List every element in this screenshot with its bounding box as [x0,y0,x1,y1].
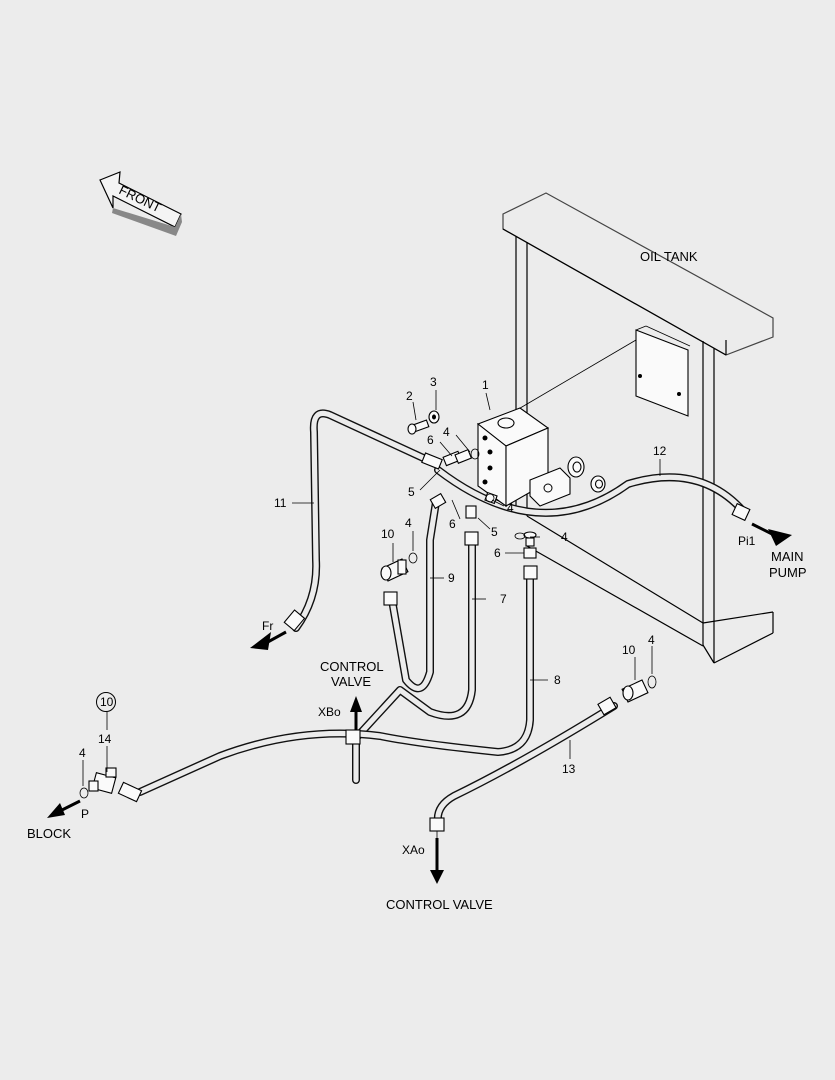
port-pi1-label: Pi1 [738,534,756,548]
callout-10-left: 10 [100,695,114,709]
tee-14 [88,767,117,794]
callout-6-right: 6 [494,546,501,560]
control-valve-top-line1: CONTROL [320,659,384,674]
callout-12: 12 [653,444,667,458]
hoses [136,409,748,826]
callout-11: 11 [274,496,287,510]
callout-9: 9 [448,571,455,585]
callout-4-rightlow: 4 [648,633,655,647]
callout-6-top: 6 [427,433,434,447]
callout-2: 2 [406,389,413,403]
valve-block [476,407,606,508]
callout-10-right: 10 [622,643,636,657]
o-rings [79,448,657,799]
reference-circle-10 [96,692,116,712]
washer-3 [428,410,440,424]
callout-7: 7 [500,592,507,606]
hose-9 [388,498,440,693]
callout-3: 3 [430,375,437,389]
flow-arrows [47,522,792,884]
callout-4-right: 4 [561,530,568,544]
callout-6-mid: 6 [449,517,456,531]
elbow-10-right [621,679,649,703]
port-xbo-label: XBo [318,705,341,719]
main-pump-label-line2: PUMP [769,565,807,580]
control-valve-bottom-label: CONTROL VALVE [386,897,493,912]
elbow-10-center [380,558,409,582]
hose-7 [352,536,476,742]
oil-tank-frame [502,192,774,664]
callout-5-left: 5 [408,485,415,499]
port-xao-label: XAo [402,843,425,857]
callout-8: 8 [554,673,561,687]
hose-13 [433,702,618,826]
callout-14: 14 [98,732,112,746]
fittings [117,448,751,832]
main-pump-label-line1: MAIN [771,549,804,564]
oil-tank-label: OIL TANK [640,249,698,264]
callout-10-center: 10 [381,527,395,541]
hose-8 [136,566,534,796]
callout-numbers: 1 2 3 4 6 5 6 5 4 4 6 4 10 9 7 8 12 11 1… [79,375,667,776]
port-fr-label: Fr [262,619,273,633]
front-arrow-label: FRONT [117,182,164,215]
front-arrow: FRONT [99,171,182,236]
block-label: BLOCK [27,826,71,841]
callout-5-mid: 5 [491,525,498,539]
callout-4-center: 4 [405,516,412,530]
control-valve-top-line2: VALVE [331,674,371,689]
callout-4-left: 4 [79,746,86,760]
callout-4-top: 4 [443,425,450,439]
bolt-2 [407,419,430,435]
port-p-label: P [81,807,89,821]
callout-13: 13 [562,762,576,776]
callout-1: 1 [482,378,489,392]
hose-11 [292,409,436,632]
callout-4-block: 4 [507,501,514,515]
leader-lines [82,390,661,840]
